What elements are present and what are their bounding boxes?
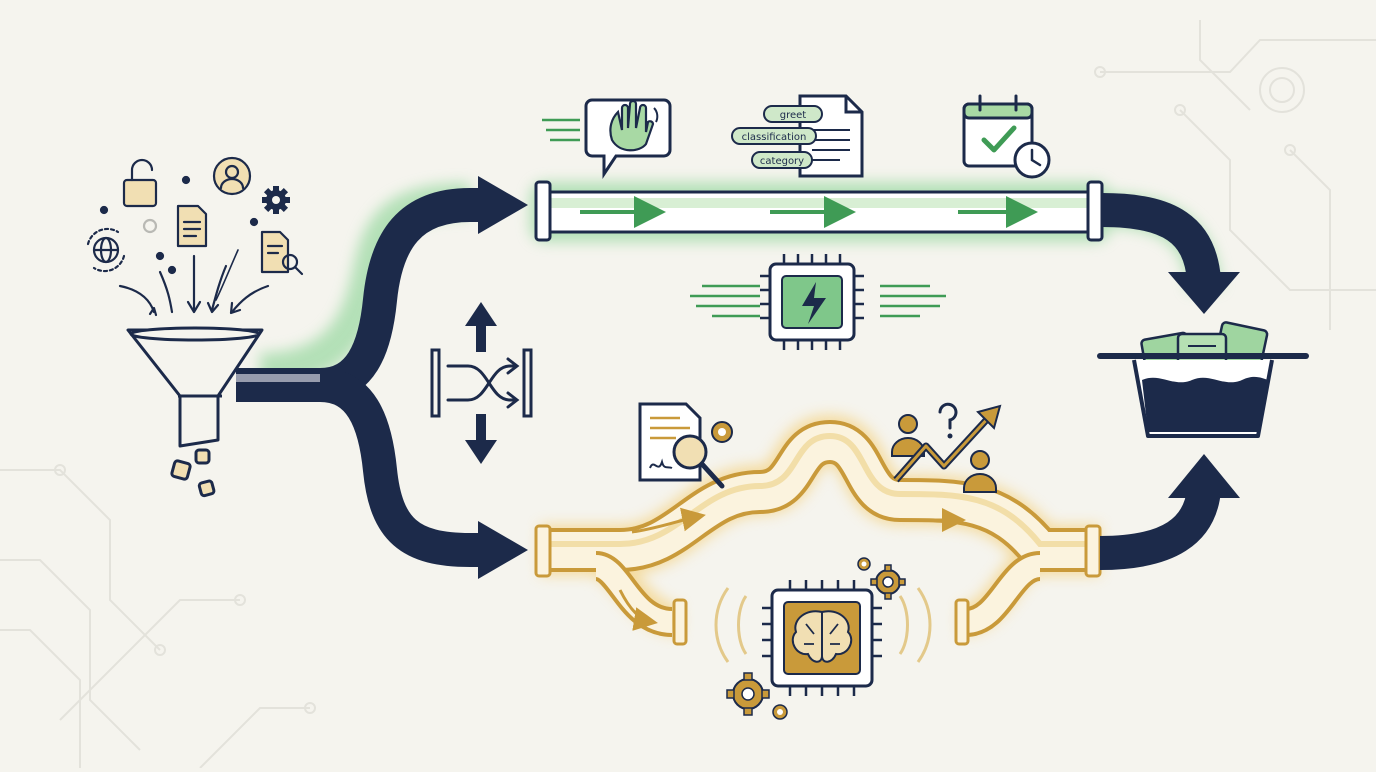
- tag-greet-label: greet: [780, 110, 807, 121]
- tag-classification: classification: [731, 127, 817, 145]
- slow-path-flanges: [534, 524, 1102, 646]
- user-icon: [212, 156, 252, 196]
- globe-sync-icon: [86, 227, 126, 273]
- tag-greet: greet: [763, 105, 823, 123]
- gear-icon: [262, 186, 290, 214]
- document-tags-icon: greet classification category: [731, 94, 864, 178]
- tag-classification-label: classification: [742, 132, 807, 143]
- gears-icon: [726, 557, 906, 720]
- shuffle-router-icon: [430, 348, 533, 418]
- fast-path-pipe: [534, 180, 1104, 242]
- brain-chip-icon: [714, 580, 932, 696]
- slow-path-pipe: [546, 419, 1090, 637]
- fast-branch-arrowhead: [478, 176, 528, 234]
- unlock-icon: [122, 158, 158, 208]
- up-arrow-icon: [465, 302, 497, 352]
- document-inspect-icon: [638, 402, 733, 489]
- tag-category: category: [751, 151, 813, 169]
- lightning-chip-icon: [690, 254, 946, 350]
- fast-path-exit: [1101, 193, 1240, 314]
- search-document-icon: [260, 230, 304, 276]
- circuit-background: [0, 20, 1376, 769]
- slow-path-exit: [1099, 454, 1240, 570]
- funnel-icon: [126, 326, 264, 498]
- slow-branch-arrowhead: [478, 521, 528, 579]
- tag-category-label: category: [760, 156, 804, 167]
- calendar-check-icon: [962, 94, 1051, 179]
- down-arrow-icon: [465, 414, 497, 464]
- document-icon: [176, 204, 208, 248]
- people-trend-question-icon: [891, 402, 1002, 493]
- main-pipe: [236, 176, 528, 579]
- basket-icon: [1097, 321, 1309, 438]
- wave-hand-chat-icon: [542, 98, 672, 179]
- input-icons: [86, 156, 304, 317]
